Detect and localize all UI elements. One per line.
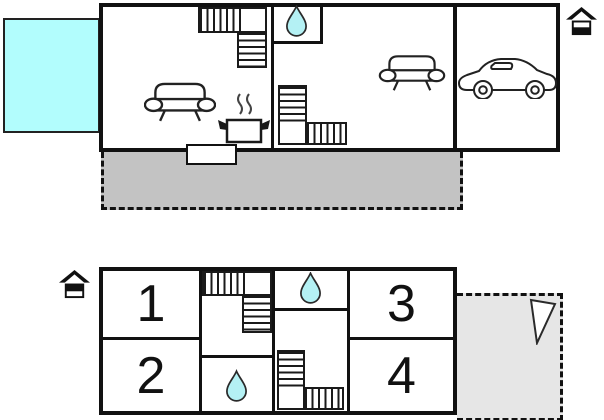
car-icon <box>457 53 558 99</box>
staircase-bottom-run-icon <box>305 122 347 145</box>
staircase-bottom-run-icon <box>303 387 344 410</box>
wall-bath-right-bottom <box>272 308 350 311</box>
terrace <box>101 152 463 210</box>
staircase-down-run-icon <box>277 350 305 410</box>
sofa-icon <box>374 52 450 92</box>
staircase-down-run-icon <box>242 294 272 333</box>
wall-living-divider <box>271 3 274 152</box>
floor-level-indicator-ground-icon <box>565 6 598 37</box>
bathroom-wall-right <box>320 3 323 44</box>
floor-level-indicator-upper-icon <box>58 269 91 300</box>
water-drop-icon <box>225 369 248 404</box>
wall-room1-room2 <box>99 337 202 340</box>
garage-wall <box>453 3 457 152</box>
wall-bath-middle-top <box>199 355 275 358</box>
staircase-down-run-icon <box>278 85 307 145</box>
sofa-icon <box>144 79 216 123</box>
water-drop-icon <box>285 5 308 38</box>
pool <box>3 18 100 133</box>
steaming-pot-icon <box>217 91 271 145</box>
staircase-top-run-icon <box>202 271 272 296</box>
room-3-label: 3 <box>387 275 416 333</box>
wall-rooms-left-divider <box>199 267 202 415</box>
staircase-top-run-icon <box>198 7 267 33</box>
staircase-down-run-icon <box>237 31 267 68</box>
entrance-door <box>186 144 237 165</box>
room-2-label: 2 <box>136 346 166 405</box>
wall-room3-room4 <box>347 337 457 340</box>
water-drop-icon <box>299 272 322 305</box>
room-1-label: 1 <box>136 275 166 333</box>
bathroom-wall-bottom <box>271 41 323 44</box>
balcony-marker-icon <box>529 297 557 345</box>
wall-hall-divider <box>272 267 275 415</box>
room-4-label: 4 <box>387 346 416 405</box>
wall-rooms-right-divider <box>347 267 350 415</box>
